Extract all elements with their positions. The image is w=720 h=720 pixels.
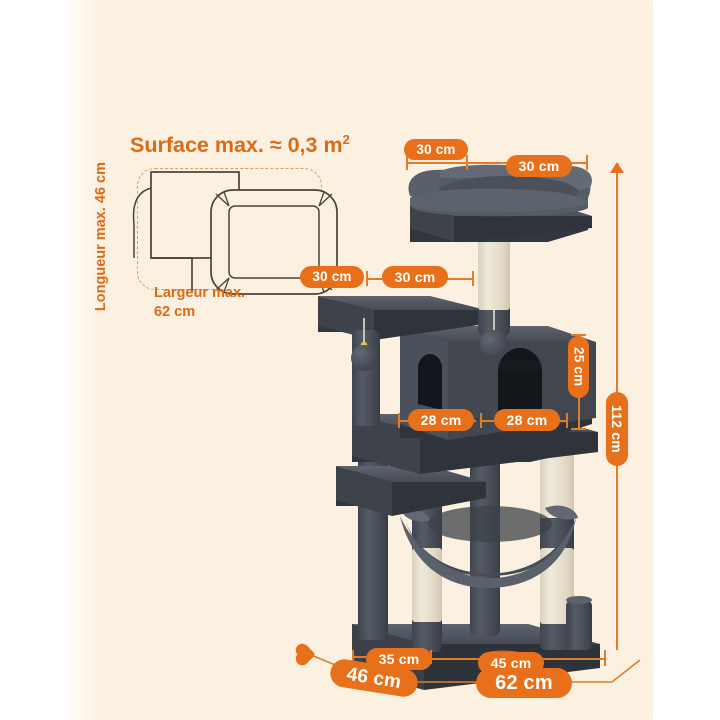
badge-total-height: 112 cm: [606, 392, 628, 466]
inset-title-main: Surface max. ≈ 0,3 m: [130, 133, 343, 158]
tick-mid-3: [472, 271, 474, 286]
tick-condo-top: [571, 334, 586, 336]
platform-mid-left: [318, 296, 486, 426]
tick-shelf-3: [566, 413, 568, 428]
tick-shelf-1: [398, 413, 400, 428]
badge-mid-right: 30 cm: [382, 266, 448, 288]
arrow-up-icon: [610, 162, 624, 173]
surface-inset-diagram: Surface max. ≈ 0,3 m2 Longueur max. 46 c…: [93, 132, 386, 337]
post-short-right: [566, 596, 592, 650]
badge-condo-height: 25 cm: [568, 336, 589, 398]
tick-condo-bottom: [571, 428, 586, 430]
platform-lower-left: [336, 466, 486, 516]
tick-top-1: [406, 155, 408, 170]
dimline-top-left: [406, 162, 522, 164]
badge-top-left: 30 cm: [404, 139, 468, 160]
badge-base-width-large: 62 cm: [476, 668, 572, 698]
tick-base-1: [352, 650, 354, 664]
top-bed: [408, 164, 592, 242]
panel-left-fade: [40, 0, 100, 720]
inset-length-label: Longueur max. 46 cm: [93, 162, 109, 312]
badge-shelf-left: 28 cm: [408, 409, 474, 431]
tick-top-3: [586, 155, 588, 170]
badge-shelf-right: 28 cm: [494, 409, 560, 431]
tick-base-3: [604, 650, 606, 666]
inset-title-superscript: 2: [342, 132, 350, 147]
tick-mid-2: [366, 271, 368, 286]
tick-top-2: [466, 155, 468, 170]
hammock: [400, 505, 578, 588]
inset-width-label: Largeur max. 62 cm: [154, 284, 245, 322]
inset-width-label-line1: Largeur max.: [154, 285, 246, 301]
inset-width-label-line2: 62 cm: [154, 303, 196, 320]
badge-mid-left: 30 cm: [300, 266, 364, 288]
badge-top-right: 30 cm: [506, 155, 572, 177]
inset-title: Surface max. ≈ 0,3 m2: [130, 132, 350, 158]
tick-shelf-2: [480, 413, 482, 428]
post-top-sisal: [478, 216, 510, 358]
